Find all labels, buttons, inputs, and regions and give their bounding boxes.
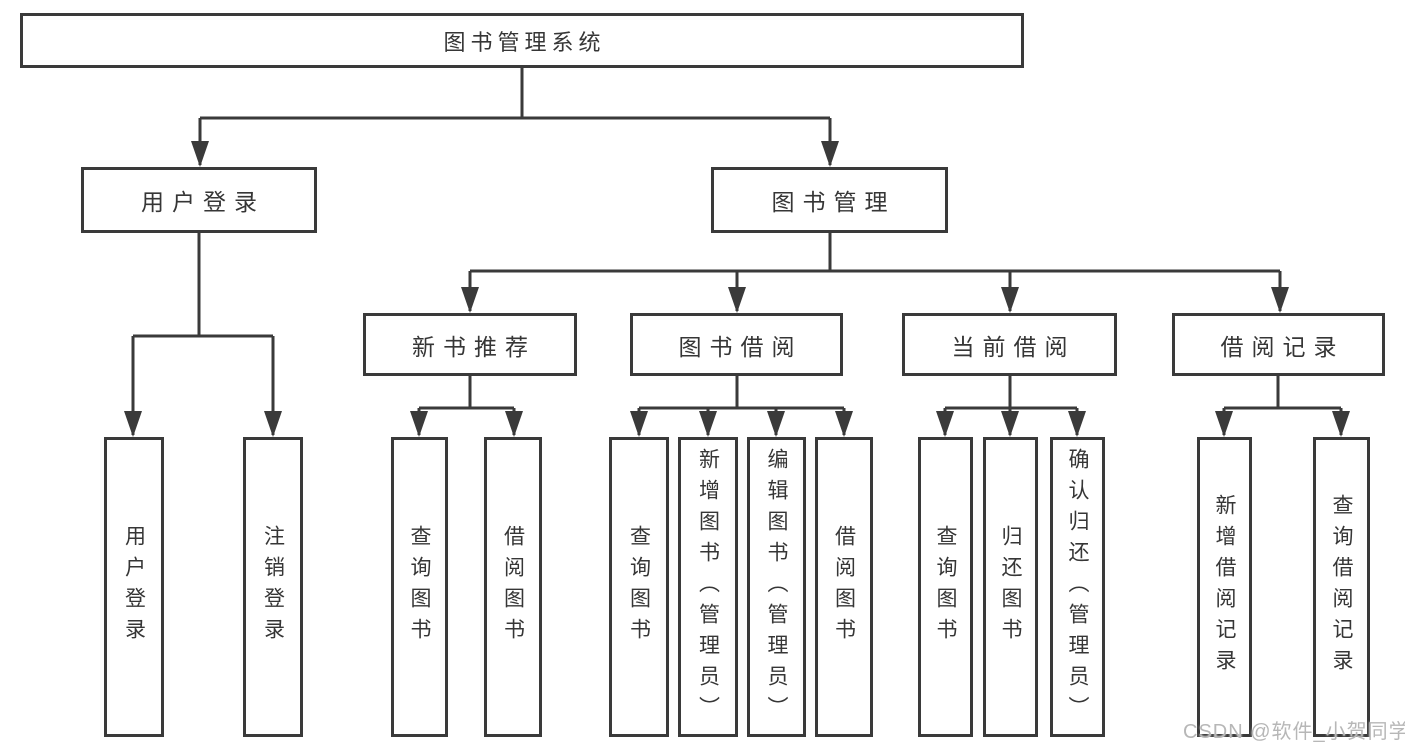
node-user-login: 用户登录 [81,167,317,233]
node-label: 借阅图书 [832,525,856,649]
node-label: 归还图书 [999,525,1022,649]
node-label: 图书管理系统 [443,29,606,55]
node-label: 当前借阅 [951,333,1076,360]
node-label: 新增图书（管理员） [696,447,720,727]
node-label: 用户登录 [141,189,265,215]
node-label: 图书借阅 [678,333,803,360]
leaf-borrow-books-recommend: 借阅图书 [484,437,542,737]
leaf-add-borrow-record: 新增借阅记录 [1197,437,1252,737]
leaf-logout: 注销登录 [243,437,303,737]
leaf-query-books-recommend: 查询图书 [391,437,448,737]
node-new-book-recommend: 新书推荐 [363,313,577,376]
node-label: 编辑图书（管理员） [765,447,788,727]
node-label: 查询图书 [934,525,957,649]
node-library-management-system: 图书管理系统 [20,13,1024,68]
node-book-management: 图书管理 [711,167,948,233]
node-borrowing-records: 借阅记录 [1172,313,1385,376]
node-label: 用户登录 [122,525,146,649]
leaf-confirm-return-admin: 确认归还（管理员） [1050,437,1105,737]
node-label: 查询借阅记录 [1330,494,1353,680]
node-label: 确认归还（管理员） [1066,447,1089,727]
leaf-borrow-books: 借阅图书 [815,437,873,737]
leaf-user-login: 用户登录 [104,437,164,737]
leaf-edit-books-admin: 编辑图书（管理员） [747,437,806,737]
leaf-query-books-borrowing: 查询图书 [609,437,669,737]
leaf-query-books-current: 查询图书 [918,437,973,737]
node-label: 借阅图书 [501,525,525,649]
node-label: 新书推荐 [412,333,536,360]
leaf-return-books: 归还图书 [983,437,1038,737]
node-label: 借阅记录 [1220,333,1345,360]
node-label: 新增借阅记录 [1213,494,1236,680]
node-label: 注销登录 [261,525,285,649]
node-label: 图书管理 [771,189,896,215]
node-book-borrowing: 图书借阅 [630,313,843,376]
leaf-query-borrow-record: 查询借阅记录 [1313,437,1370,737]
arrowheads [124,141,1350,437]
node-label: 查询图书 [408,525,431,649]
node-current-borrowing: 当前借阅 [902,313,1117,376]
csdn-watermark: CSDN @软件_小贺同学 [1183,721,1405,743]
leaf-add-books-admin: 新增图书（管理员） [678,437,738,737]
node-label: 查询图书 [627,525,651,649]
